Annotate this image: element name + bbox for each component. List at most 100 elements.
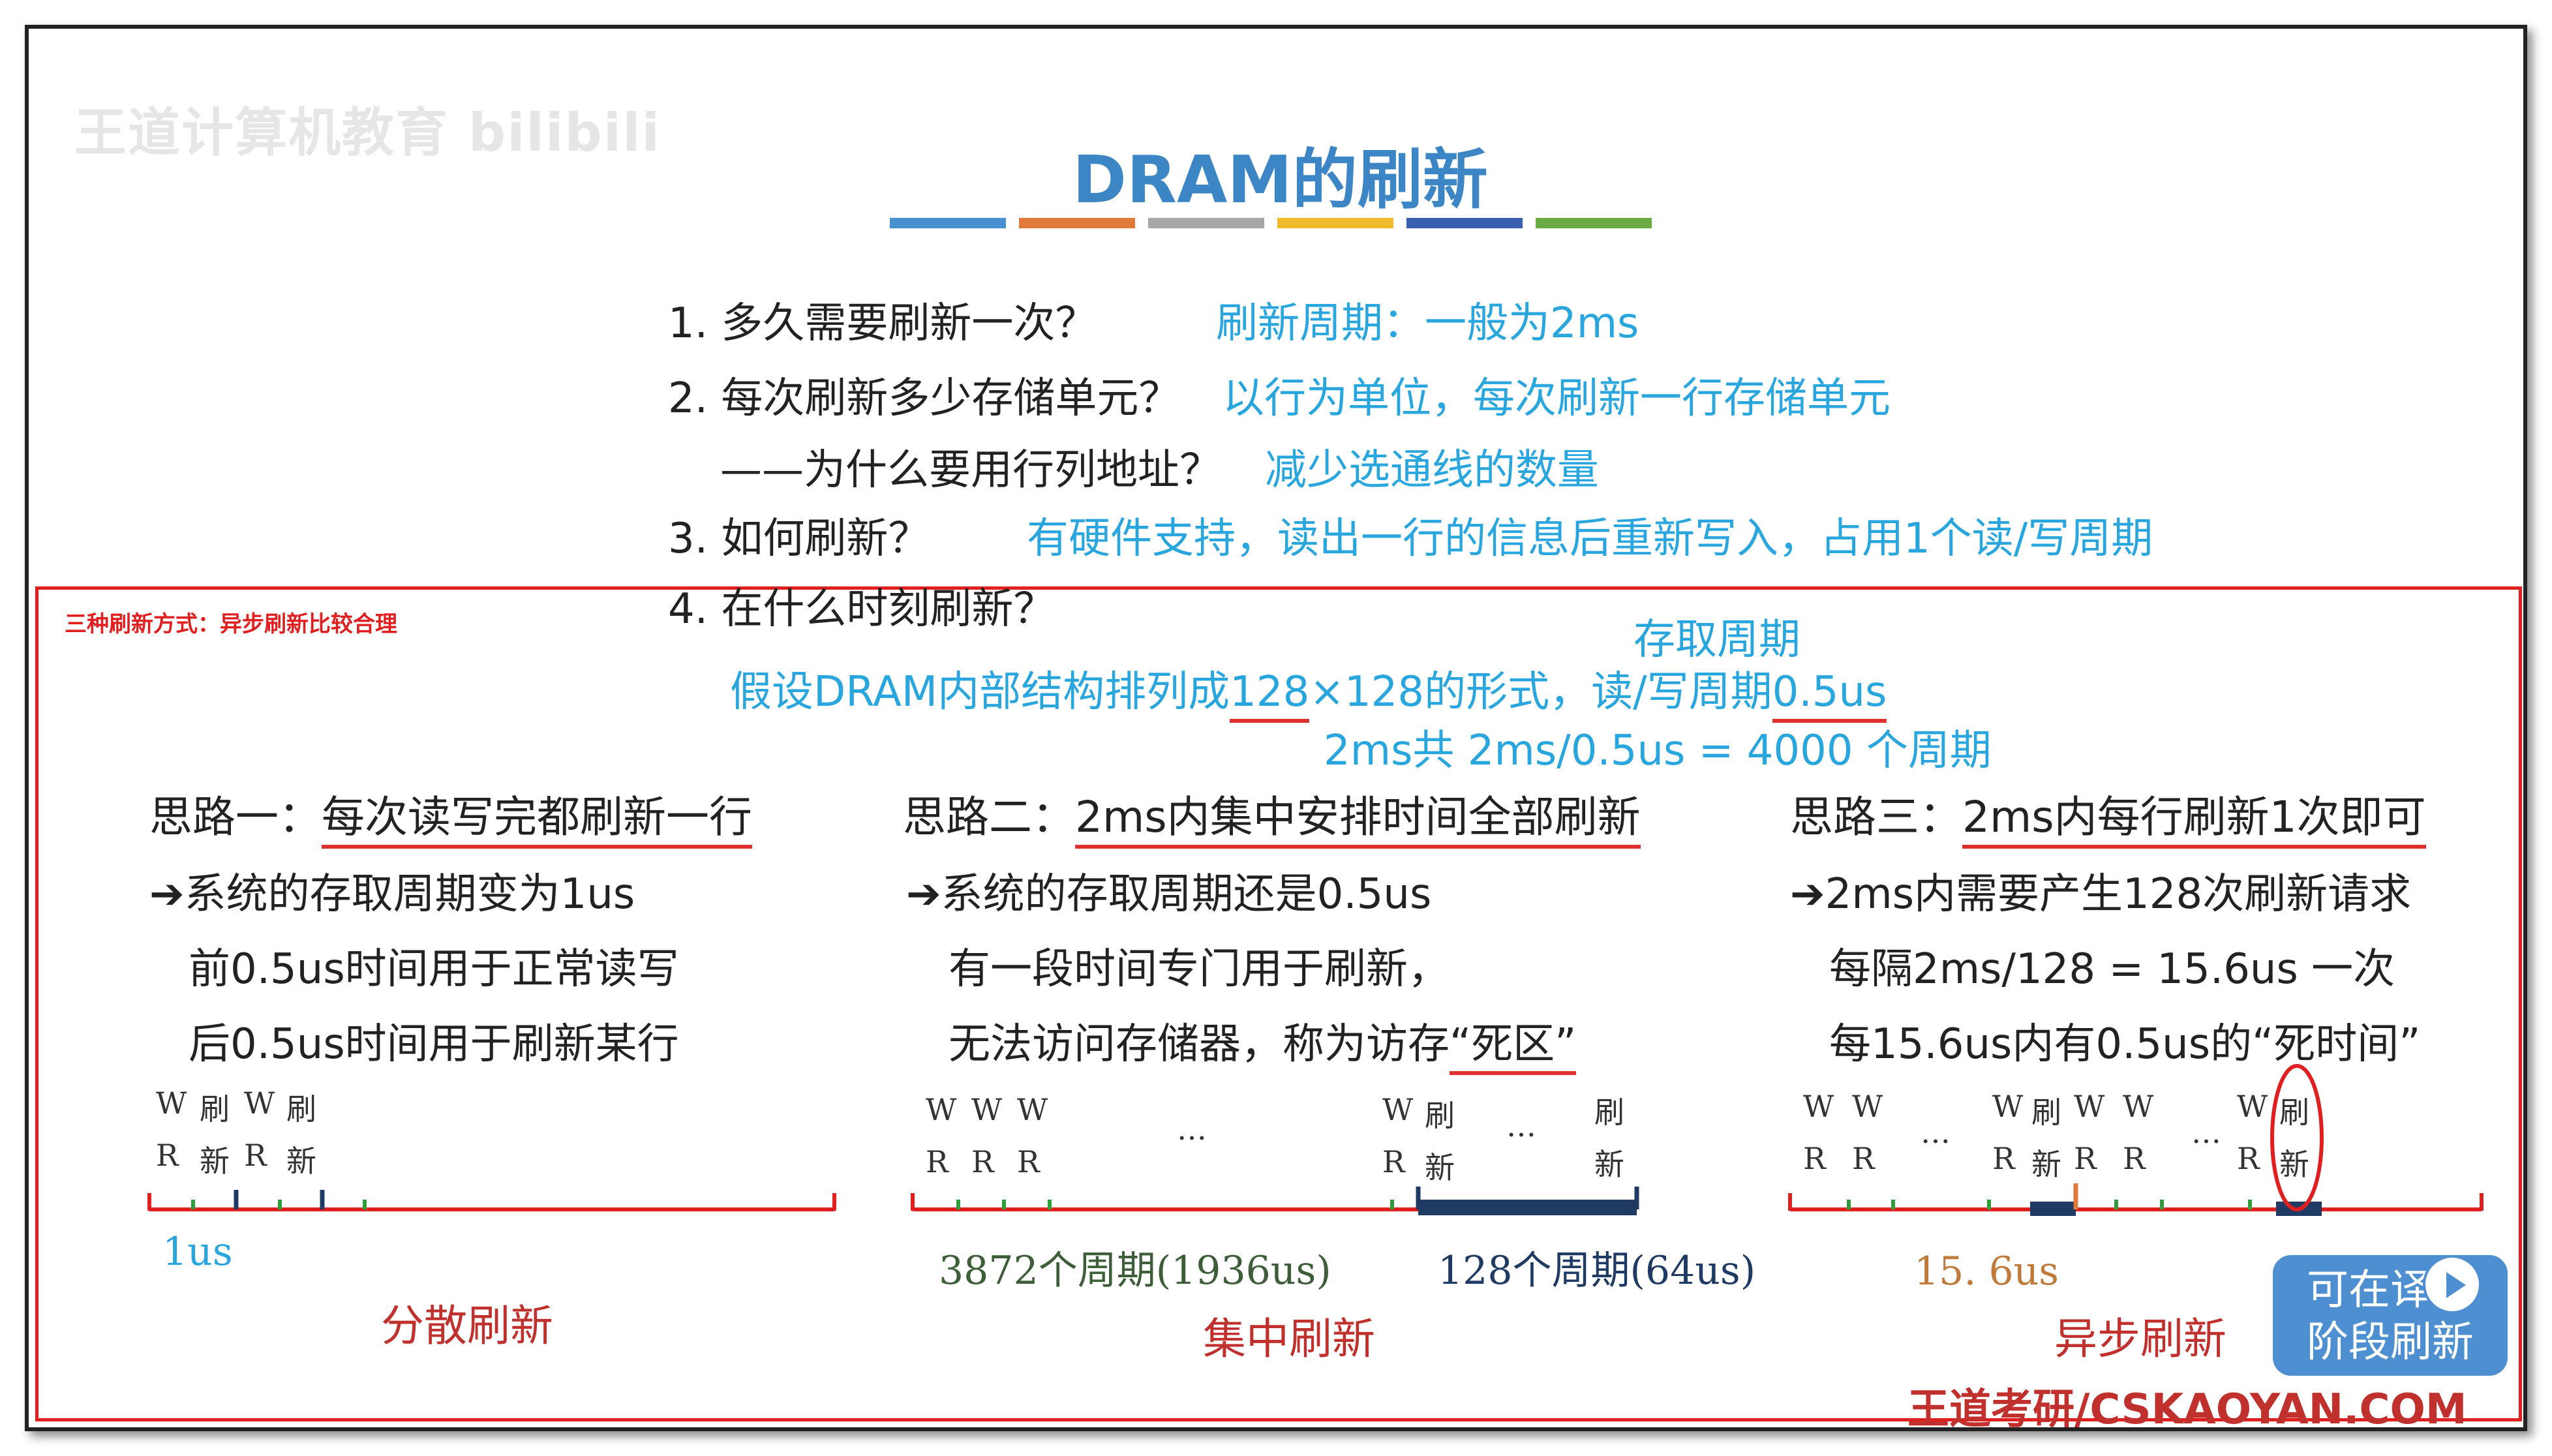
idea2-head: 思路二： [903, 792, 1075, 842]
answer-1: 刷新周期：一般为2ms [1216, 299, 1639, 348]
question-2b: ——为什么要用行列地址？ [720, 446, 1221, 494]
answer-2b: 减少选通线的数量 [1265, 446, 1599, 494]
idea1-heading: 思路一：每次读写完都刷新一行 [149, 782, 752, 849]
idea1-line2: 前0.5us时间用于正常读写 [189, 945, 679, 993]
assumption-mid: ×128的形式，读/写周期 [1309, 668, 1772, 716]
t2-top-w3: W [1017, 1092, 1048, 1127]
color-bar [1148, 218, 1264, 228]
t2-bot-r2: R [971, 1144, 994, 1179]
timeline-1-scale: 1us [162, 1229, 233, 1275]
idea2-line1: ➔系统的存取周期还是0.5us [906, 870, 1432, 918]
central-refresh-block [1418, 1200, 1637, 1215]
t3-bot-r5: R [2123, 1141, 2146, 1176]
idea3-line2: 每隔2ms/128 = 15.6us 一次 [1829, 945, 2395, 993]
idea3-head-highlight: 2ms内每行刷新1次即可 [1962, 792, 2426, 849]
t3-top-w4: W [2074, 1089, 2105, 1124]
color-bar [1536, 218, 1652, 228]
idea2-line3-text: 无法访问存储器，称为访存 [949, 1020, 1450, 1069]
t2-top-refresh1: 刷 [1425, 1098, 1455, 1133]
t3-ellipsis1: … [1921, 1115, 1951, 1150]
idea1-line1: ➔系统的存取周期变为1us [149, 870, 635, 918]
red-circle-annotation [2270, 1064, 2324, 1211]
footer-brand: 王道考研/CSKAOYAN.COM [1907, 1386, 2467, 1431]
assumption-cycle: 0.5us [1772, 668, 1887, 723]
t3-bot-r4: R [2074, 1141, 2097, 1176]
t1-top-refresh2: 刷 [286, 1091, 316, 1127]
color-bar [890, 218, 1006, 228]
assumption-128: 128 [1230, 668, 1310, 723]
async-refresh-slot [2030, 1202, 2076, 1216]
caption-distributed-refresh: 分散刷新 [381, 1301, 553, 1351]
caption-async-refresh: 异步刷新 [2054, 1314, 2226, 1364]
idea2-heading: 思路二：2ms内集中安排时间全部刷新 [903, 782, 1641, 849]
slide: 王道计算机教育 bilibili DRAM的刷新 1. 多久需要刷新一次？ 刷新… [25, 25, 2527, 1431]
idea1-head: 思路一： [149, 792, 322, 842]
t2-bot-r4: R [1382, 1144, 1405, 1179]
deadzone-label: “死区” [1450, 1020, 1577, 1075]
period-normal: 3872个周期(1936us) [939, 1248, 1331, 1294]
t3-bot-r3: R [1992, 1141, 2015, 1176]
color-bar [1019, 218, 1135, 228]
play-icon [2446, 1272, 2466, 1298]
assumption-prefix: 假设DRAM内部结构排列成 [730, 668, 1230, 716]
refresh-methods-box [35, 586, 2522, 1421]
idea3-line3: 每15.6us内有0.5us的“死时间” [1829, 1020, 2421, 1069]
play-button[interactable] [2423, 1255, 2482, 1314]
title-color-bars [890, 218, 1652, 228]
tip-badge-line2: 阶段刷新 [2307, 1318, 2474, 1367]
t3-bot-r6: R [2237, 1141, 2260, 1176]
t1-bot-r2: R [244, 1138, 267, 1173]
t1-bot-new2: 新 [286, 1144, 316, 1179]
timeline-diagrams [147, 1064, 2484, 1216]
t3-top-w5: W [2123, 1089, 2154, 1124]
t3-top-w1: W [1803, 1089, 1834, 1124]
t3-top-refresh2: 刷 [2279, 1095, 2309, 1130]
t2-ellipsis2: … [1506, 1108, 1536, 1144]
t2-bot-r1: R [926, 1144, 949, 1179]
box-note: 三种刷新方式：异步刷新比较合理 [65, 611, 397, 637]
idea1-line3: 后0.5us时间用于刷新某行 [189, 1020, 679, 1069]
timeline-3-scale: 15. 6us [1914, 1249, 2059, 1294]
t2-bot-new1: 新 [1425, 1150, 1455, 1185]
t2-top-w1: W [926, 1092, 957, 1127]
answer-2: 以行为单位，每次刷新一行存储单元 [1223, 374, 1891, 423]
period-refresh: 128个周期(64us) [1438, 1248, 1756, 1294]
t1-top-refresh1: 刷 [200, 1091, 230, 1127]
idea2-line3: 无法访问存储器，称为访存“死区” [949, 1010, 1577, 1075]
question-3: 3. 如何刷新？ [668, 515, 930, 563]
assumption-line: 假设DRAM内部结构排列成128×128的形式，读/写周期0.5us [730, 658, 1887, 723]
answer-3: 有硬件支持，读出一行的信息后重新写入，占用1个读/写周期 [1027, 515, 2153, 563]
idea3-line1: ➔2ms内需要产生128次刷新请求 [1790, 870, 2412, 918]
t3-top-w3: W [1992, 1089, 2024, 1124]
t1-bot-new1: 新 [200, 1144, 230, 1179]
t3-top-w2: W [1852, 1089, 1883, 1124]
t1-bot-r1: R [156, 1138, 179, 1173]
access-cycle-label: 存取周期 [1633, 616, 1800, 664]
caption-centralized-refresh: 集中刷新 [1203, 1314, 1375, 1364]
idea2-line2: 有一段时间专门用于刷新， [949, 945, 1450, 993]
idea2-head-highlight: 2ms内集中安排时间全部刷新 [1075, 792, 1641, 849]
t3-bot-new1: 新 [2031, 1147, 2061, 1182]
t2-bot-new2: 新 [1594, 1147, 1624, 1182]
slide-title: DRAM的刷新 [1072, 142, 1488, 218]
t2-bot-r3: R [1017, 1144, 1040, 1179]
t1-top-w1: W [156, 1085, 187, 1121]
t3-ellipsis2: … [2191, 1115, 2221, 1150]
t3-top-w6: W [2237, 1089, 2268, 1124]
t2-top-w2: W [971, 1092, 1003, 1127]
t1-top-w2: W [244, 1085, 275, 1121]
idea1-head-highlight: 每次读写完都刷新一行 [322, 792, 752, 849]
idea3-heading: 思路三：2ms内每行刷新1次即可 [1790, 782, 2426, 849]
t3-bot-r1: R [1803, 1141, 1826, 1176]
question-1: 1. 多久需要刷新一次？ [668, 299, 1097, 348]
t3-bot-new2: 新 [2279, 1147, 2309, 1182]
question-2: 2. 每次刷新多少存储单元？ [668, 374, 1181, 423]
question-4: 4. 在什么时刻刷新？ [668, 585, 1056, 633]
t2-ellipsis1: … [1177, 1112, 1207, 1147]
t2-top-refresh2: 刷 [1594, 1095, 1624, 1130]
idea3-head: 思路三： [1790, 792, 1962, 842]
color-bar [1406, 218, 1523, 228]
t3-bot-r2: R [1852, 1141, 1875, 1176]
watermark: 王道计算机教育 bilibili [74, 102, 661, 163]
t3-top-refresh1: 刷 [2031, 1095, 2061, 1130]
